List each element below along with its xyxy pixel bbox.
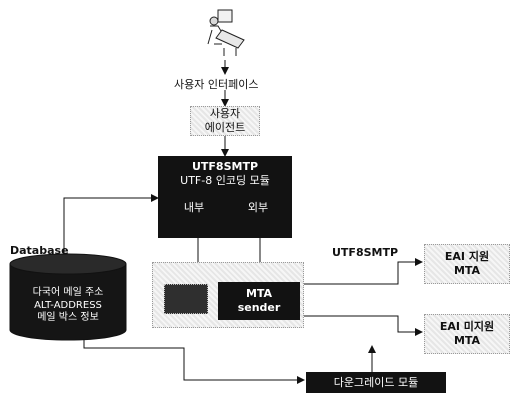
mta-sender-node: MTA sender bbox=[218, 282, 300, 320]
user-agent-node: 사용자 에이전트 bbox=[190, 106, 260, 136]
mta-sender-line1: MTA bbox=[245, 287, 273, 301]
eai-supported-line1: EAI 지원 bbox=[444, 250, 490, 264]
utf8smtp-module: UTF8SMTP UTF-8 인코딩 모듈 bbox=[158, 156, 292, 238]
user-agent-line1: 사용자 bbox=[209, 107, 241, 121]
utf8smtp-title: UTF8SMTP bbox=[191, 160, 259, 173]
utf8smtp-internal: 내부 bbox=[183, 201, 205, 215]
downgrade-module-label: 다운그레이드 모듈 bbox=[333, 375, 419, 389]
processing-inner-panel bbox=[164, 284, 208, 314]
database-line1: 다국어 메일 주소 bbox=[32, 287, 104, 299]
edge-sender-to-eai-supported bbox=[300, 258, 423, 285]
database-content: 다국어 메일 주소 ALT-ADDRESS 메일 박스 정보 bbox=[14, 284, 122, 328]
edge-sender-to-eai-unsupported bbox=[300, 315, 423, 336]
mta-sender-line2: sender bbox=[237, 301, 281, 314]
database-line3: 메일 박스 정보 bbox=[37, 312, 99, 324]
user-agent-line2: 에이전트 bbox=[204, 121, 246, 134]
edge-database-to-utf8smtp bbox=[63, 194, 159, 258]
database-cylinder bbox=[9, 253, 127, 341]
downgrade-module-node: 다운그레이드 모듈 bbox=[306, 372, 446, 393]
eai-unsupported-line2: MTA bbox=[453, 334, 481, 347]
database-label: Database bbox=[10, 244, 69, 257]
eai-unsupported-line1: EAI 미지원 bbox=[439, 320, 495, 334]
user-interface-label: 사용자 인터페이스 bbox=[174, 78, 259, 91]
utf8smtp-edge-label: UTF8SMTP bbox=[332, 246, 399, 259]
eai-supported-line2: MTA bbox=[453, 264, 481, 277]
eai-supported-mta-node: EAI 지원 MTA bbox=[424, 244, 510, 284]
utf8smtp-external: 외부 bbox=[247, 201, 269, 215]
database-line2: ALT-ADDRESS bbox=[34, 299, 102, 311]
utf8smtp-subtitle: UTF-8 인코딩 모듈 bbox=[180, 173, 270, 187]
edge-database-to-downgrade bbox=[83, 336, 305, 384]
eai-unsupported-mta-node: EAI 미지원 MTA bbox=[424, 314, 510, 354]
user-figure-icon bbox=[207, 9, 245, 56]
